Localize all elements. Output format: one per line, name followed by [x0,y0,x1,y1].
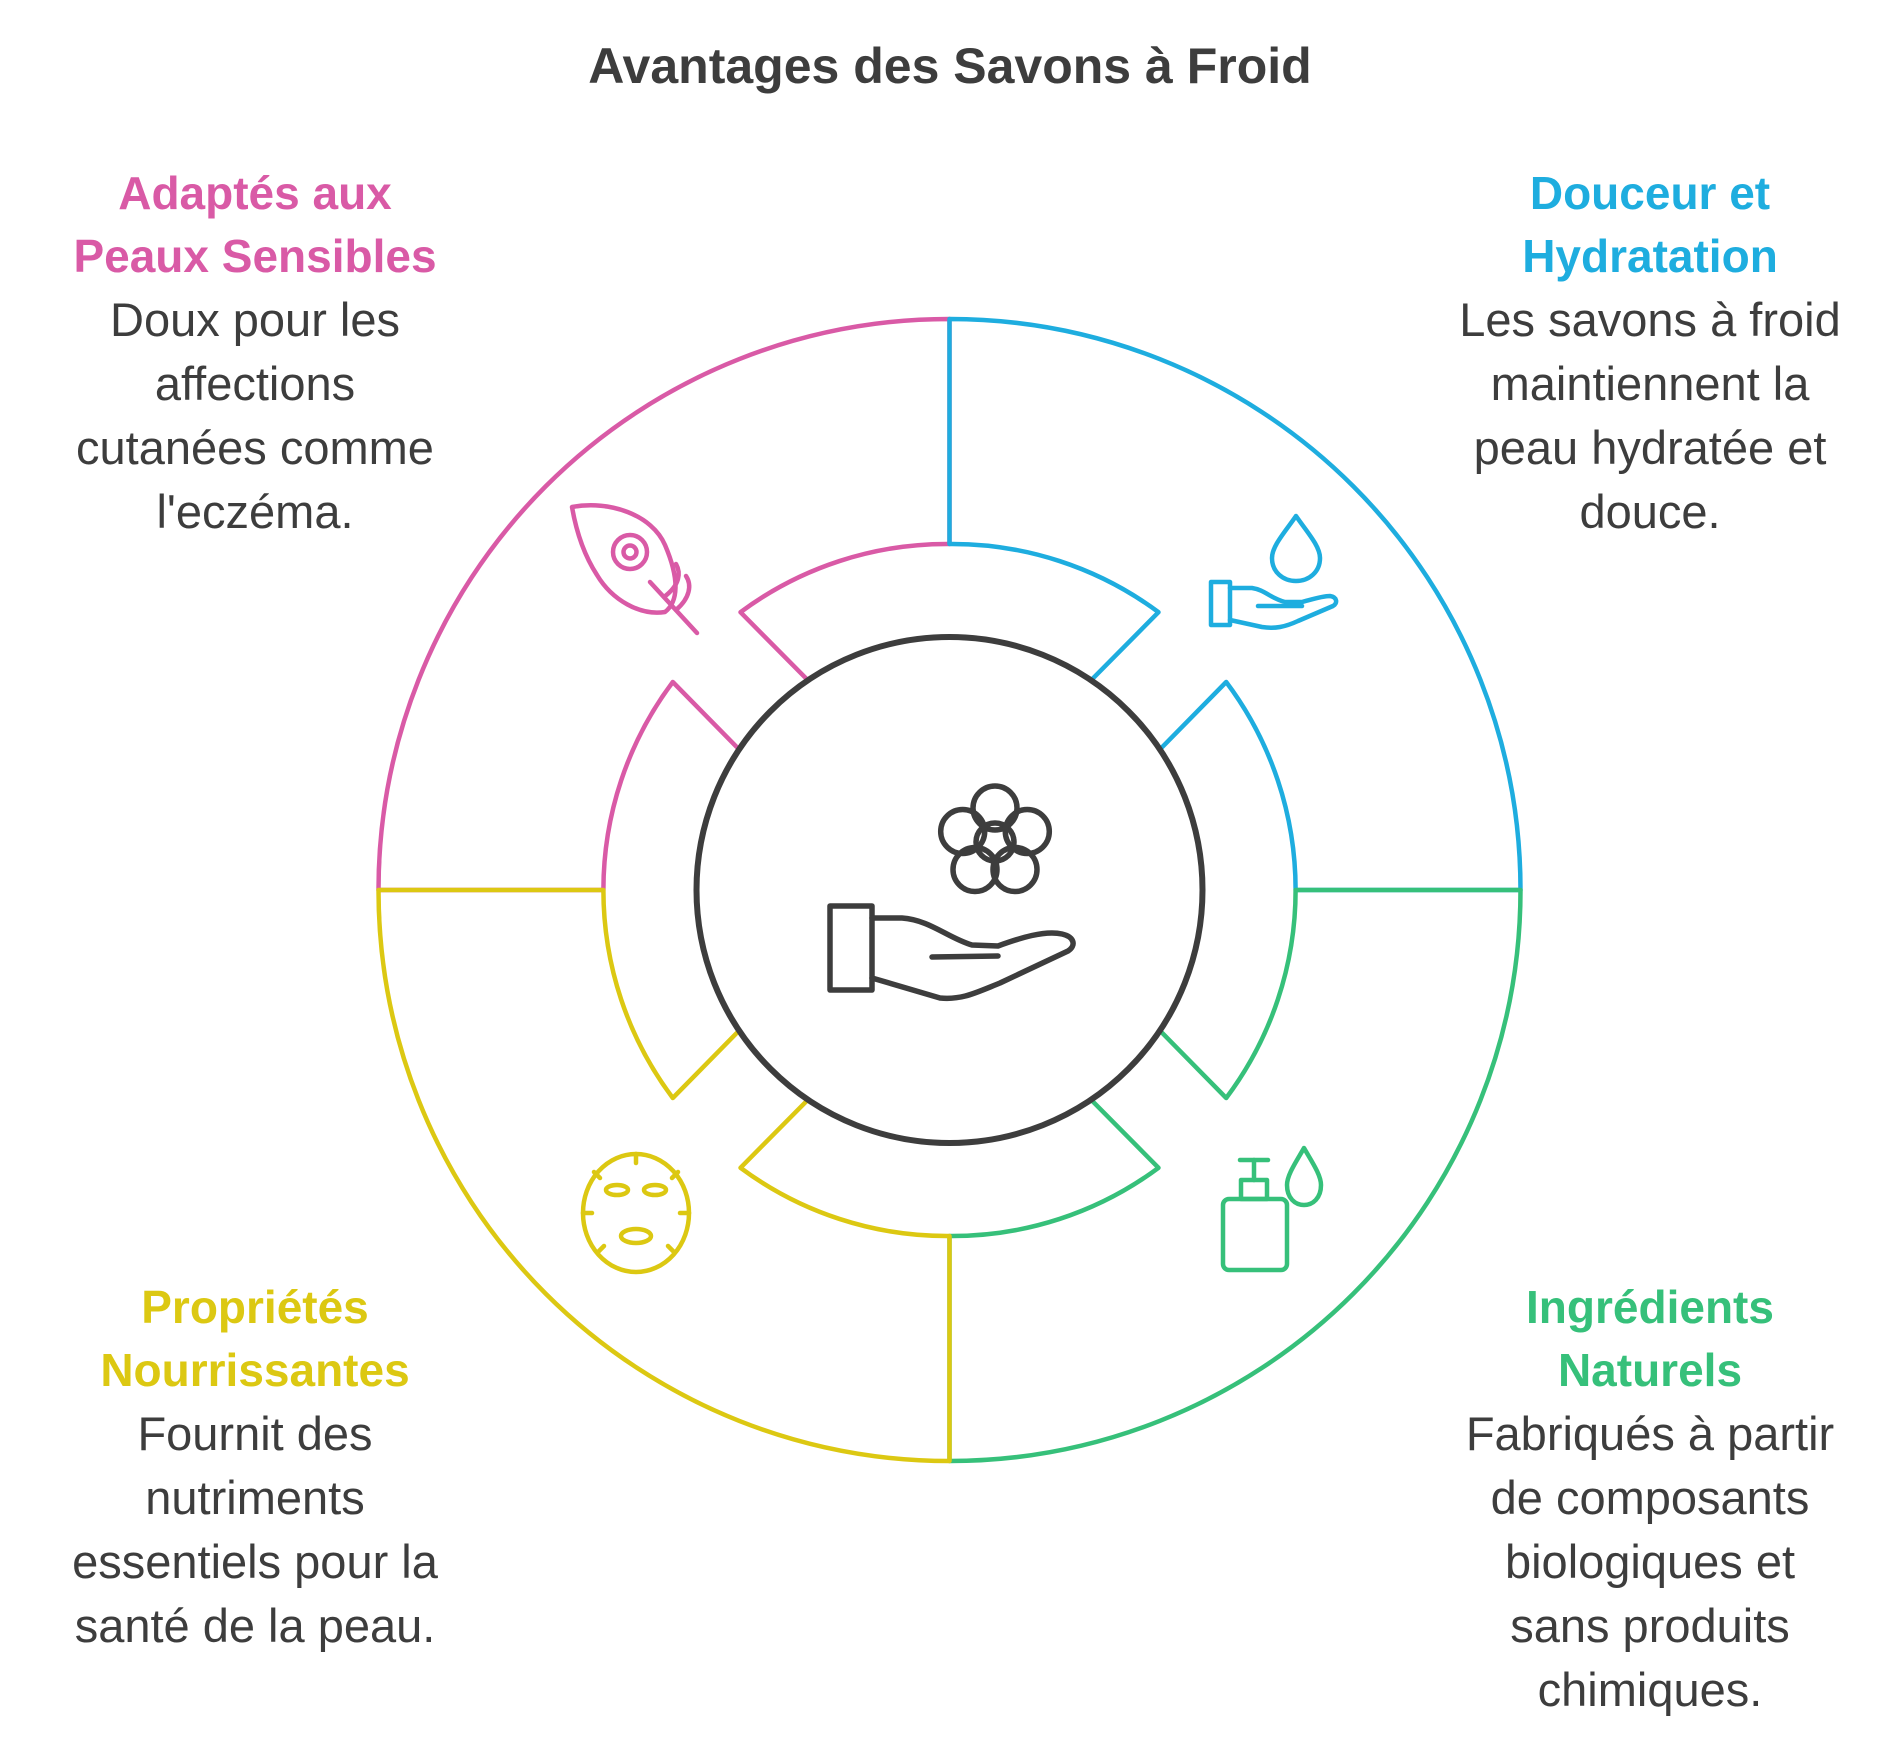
soap-dispenser-icon [1220,1145,1324,1273]
body-line: santé de la peau. [74,1599,436,1652]
heading-line: Propriétés [141,1281,369,1333]
heading-sensitive-skin: Adaptés aux Peaux Sensibles [25,162,485,288]
page-title: Avantages des Savons à Froid [588,38,1312,94]
body-line: Doux pour les [110,293,400,346]
body-line: Les savons à froid [1459,293,1841,346]
body-line: affections [154,357,356,410]
body-line: chimiques. [1537,1663,1763,1716]
block-sensitive-skin: Adaptés aux Peaux Sensibles Doux pour le… [25,162,485,544]
heading-line: Ingrédients [1526,1281,1774,1333]
body-line: douce. [1579,485,1721,538]
sector-bottom-left [376,887,952,1464]
block-natural-ingredients: Ingrédients Naturels Fabriqués à partir … [1420,1276,1880,1722]
block-nourishing: Propriétés Nourrissantes Fournit des nut… [25,1276,485,1658]
heading-line: Douceur et [1529,167,1771,219]
body-line: maintiennent la [1490,357,1810,410]
heading-line: Naturels [1557,1344,1743,1396]
face-mask-icon [580,1151,692,1275]
description-nourishing: Fournit des nutriments essentiels pour l… [25,1402,485,1658]
block-softness-hydration: Douceur et Hydratation Les savons à froi… [1420,162,1880,544]
center-circle [693,634,1206,1146]
body-line: Fournit des [137,1407,373,1460]
body-line: nutriments [145,1471,365,1524]
hand-flower-icon [827,783,1076,1002]
leaf-icon [569,503,700,636]
heading-line: Hydratation [1522,230,1778,282]
sector-bottom-right [947,887,1523,1464]
description-sensitive-skin: Doux pour les affections cutanées comme … [25,288,485,544]
hand-water-drop-icon [1208,513,1339,630]
body-line: cutanées comme [76,421,434,474]
heading-line: Adaptés aux [118,167,392,219]
body-line: sans produits [1510,1599,1790,1652]
description-softness-hydration: Les savons à froid maintiennent la peau … [1420,288,1880,544]
heading-nourishing: Propriétés Nourrissantes [25,1276,485,1402]
body-line: peau hydratée et [1473,421,1827,474]
heading-line: Peaux Sensibles [73,230,437,282]
heading-natural-ingredients: Ingrédients Naturels [1420,1276,1880,1402]
body-line: essentiels pour la [72,1535,438,1588]
body-line: de composants [1490,1471,1810,1524]
body-line: l'eczéma. [156,485,354,538]
heading-line: Nourrissantes [100,1344,410,1396]
description-natural-ingredients: Fabriqués à partir de composants biologi… [1420,1402,1880,1722]
body-line: Fabriqués à partir [1465,1407,1835,1460]
body-line: biologiques et [1504,1535,1796,1588]
heading-softness-hydration: Douceur et Hydratation [1420,162,1880,288]
